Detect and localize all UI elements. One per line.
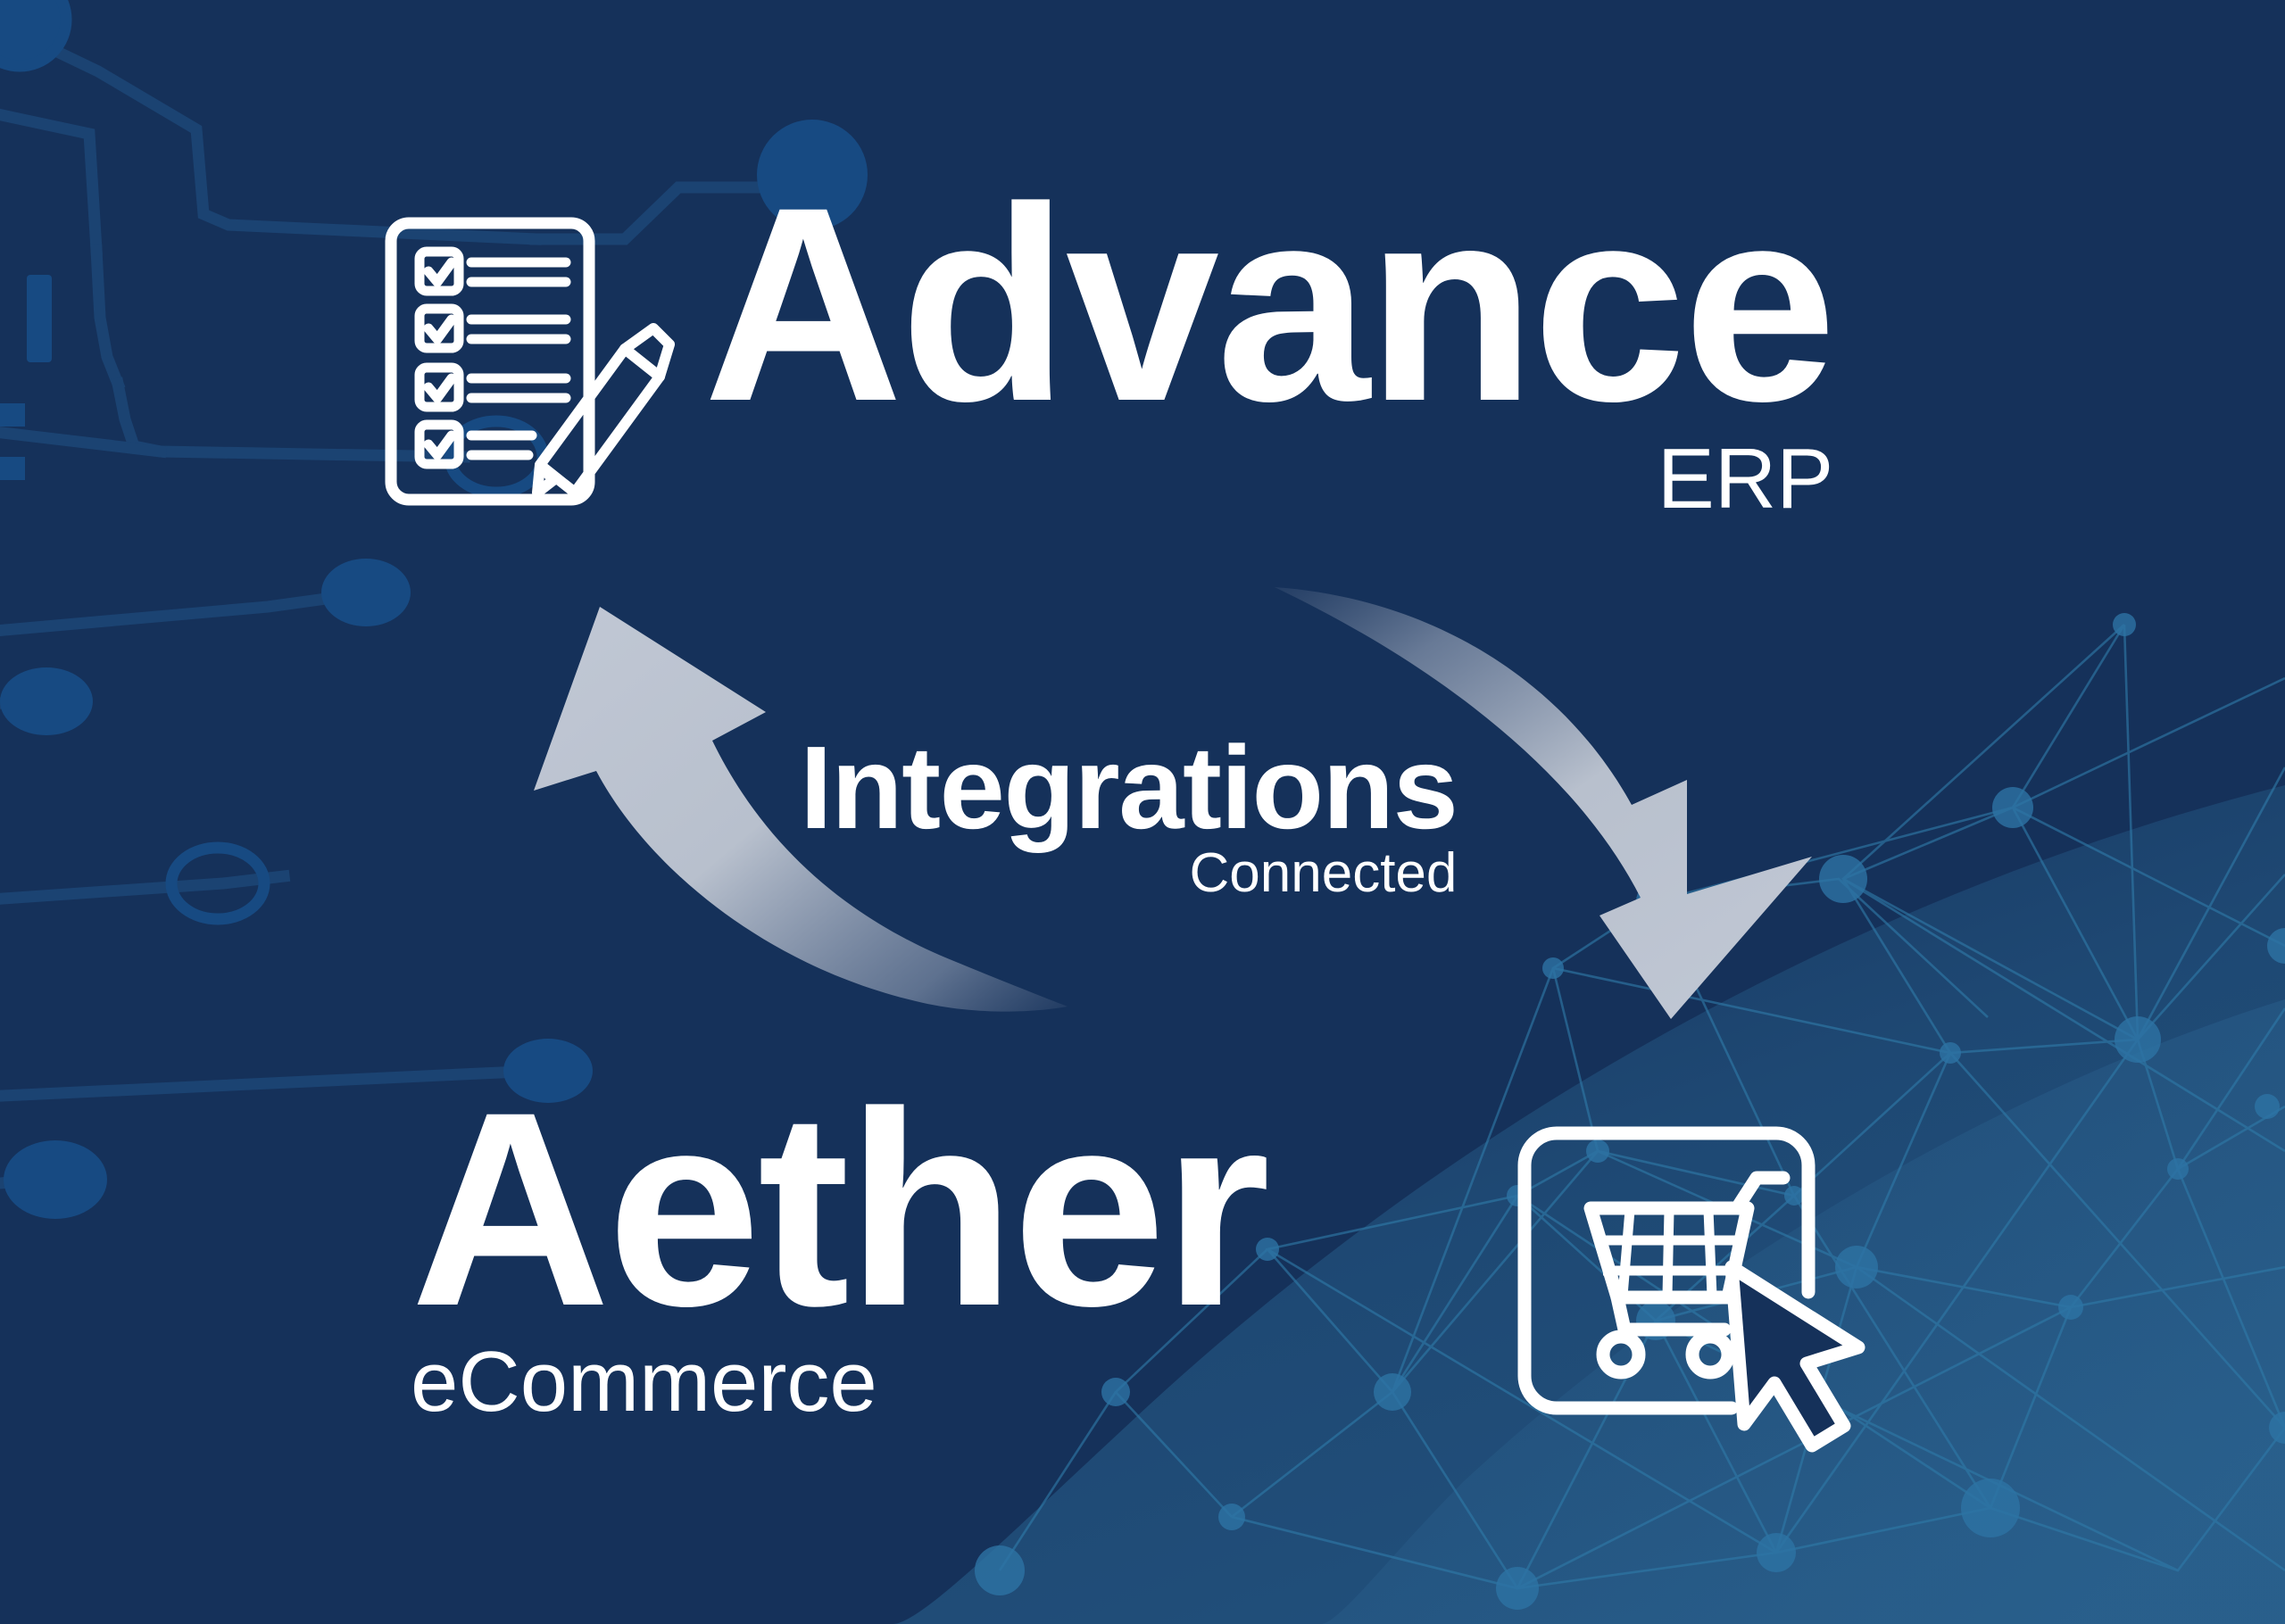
aether-descriptor: eCommerce [411,1333,877,1429]
arrow-down-right-curved [1275,587,1812,1019]
aether-wordmark: Aether [411,1054,1270,1363]
advance-erp-lockup: Advance ERP [703,149,1837,526]
arrow-up-left-curved [534,607,1068,1012]
aether-ecommerce-lockup: Aether eCommerce [411,1054,1270,1429]
integrations-label: Integrations [800,722,1458,853]
integrations-connected-lockup: Integrations Connected [800,722,1458,904]
advance-descriptor: ERP [1657,430,1834,526]
advance-wordmark: Advance [703,149,1837,459]
shopping-cart-cursor-icon [1498,1105,1890,1479]
connected-descriptor: Connected [1189,841,1458,904]
checklist-clipboard-pencil-icon [378,211,700,523]
